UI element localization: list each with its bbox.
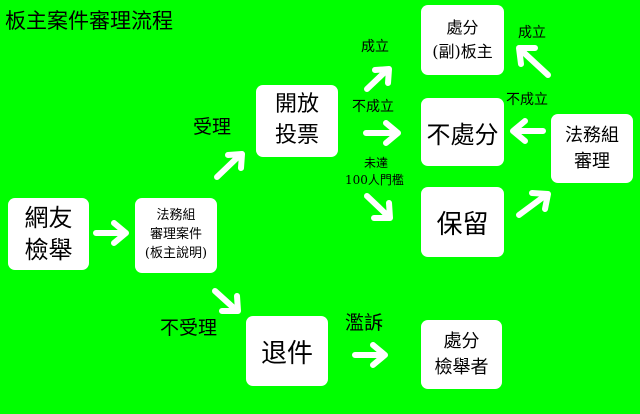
node-vote-line-2: 投票: [274, 123, 319, 148]
node-vote: 開放 投票: [256, 85, 338, 157]
arrow-committee-to-vote: [214, 151, 245, 180]
node-punish-reporter: 處分 檢舉者: [421, 320, 502, 389]
diagram-title: 板主案件審理流程: [5, 9, 173, 33]
node-punish-deputy-line-2: (副)板主: [432, 42, 493, 61]
arrow-report-to-committee: [93, 220, 129, 246]
node-no-punish-line-1: 不處分: [426, 120, 499, 149]
edge-label-fail-right: 不成立: [506, 92, 548, 108]
edge-label-threshold-2: 100人門檻: [345, 173, 404, 187]
arrow-committee-to-withdraw: [212, 288, 241, 314]
node-punish-reporter-line-2: 檢舉者: [434, 356, 489, 378]
node-keep: 保留: [421, 187, 504, 257]
node-report: 網友 檢舉: [8, 198, 89, 270]
node-committee-review-line-3: (板主說明): [144, 245, 208, 261]
edge-label-pass-right: 成立: [518, 25, 546, 41]
node-report-line-2: 檢舉: [24, 236, 73, 264]
node-committee-review: 法務組 審理案件 (板主說明): [135, 198, 217, 273]
node-vote-line-1: 開放: [274, 92, 319, 118]
node-committee-rereview-line-2: 審理: [574, 150, 610, 172]
edge-label-pass-top: 成立: [361, 39, 389, 55]
edge-label-fail-mid: 不成立: [352, 99, 394, 115]
node-punish-deputy-line-1: 處分: [446, 18, 479, 37]
node-committee-review-line-1: 法務組: [156, 208, 196, 224]
node-committee-rereview-line-1: 法務組: [565, 125, 619, 147]
edge-label-abuse: 濫訴: [345, 312, 384, 334]
arrow-vote-to-keep: [364, 193, 393, 221]
edge-label-accept: 受理: [193, 116, 232, 138]
node-withdraw: 退件: [246, 316, 328, 386]
arrow-rereview-to-keep: [516, 190, 551, 218]
node-punish-reporter-line-1: 處分: [443, 331, 480, 353]
node-punish-deputy: 處分 (副)板主: [421, 5, 504, 75]
node-committee-review-line-2: 審理案件: [149, 227, 202, 243]
arrow-withdraw-to-reporter: [352, 342, 388, 368]
node-report-line-1: 網友: [24, 203, 73, 232]
arrow-vote-to-nopunish: [363, 120, 401, 146]
arrow-rereview-to-punish: [516, 45, 551, 78]
node-committee-rereview: 法務組 審理: [551, 114, 633, 183]
edge-label-threshold-1: 未達: [364, 156, 389, 170]
arrow-vote-to-punish: [364, 66, 392, 92]
node-withdraw-line-1: 退件: [260, 338, 313, 369]
arrow-rereview-to-nopunish: [510, 118, 546, 144]
node-no-punish: 不處分: [421, 98, 504, 166]
edge-label-reject: 不受理: [160, 317, 218, 339]
node-keep-line-1: 保留: [436, 209, 489, 240]
